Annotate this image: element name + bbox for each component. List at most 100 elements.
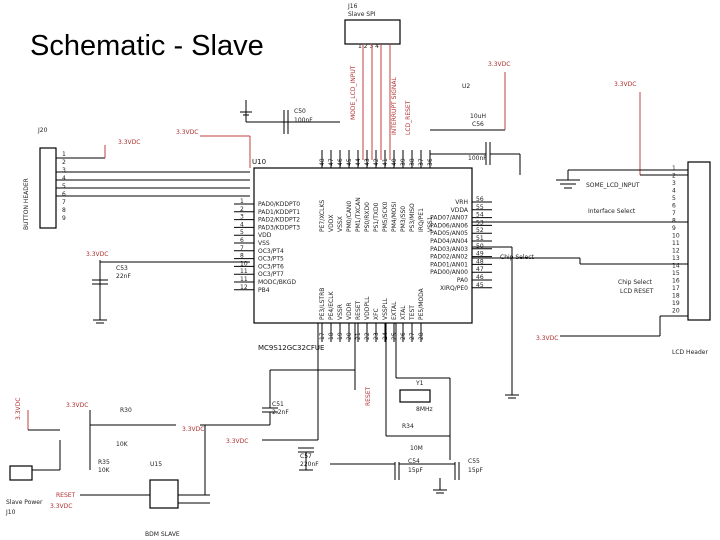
lcd-pin-num: 17 <box>672 285 680 292</box>
mcu-left-pin-name: MODC/BKGD <box>258 279 296 286</box>
mcu-left-pin-num: 4 <box>240 221 244 228</box>
mcu-part: MC9S12GC32CFUE <box>258 344 324 352</box>
net-v33-j20: 3.3VDC <box>118 139 140 146</box>
u15-label: BDM SLAVE <box>145 531 180 538</box>
slave-spi-header: J16 Slave SPI 1 2 3 4 <box>344 3 401 160</box>
mcu-right-pin-num: 55 <box>476 204 484 211</box>
mcu-right-pin-name: PAD06/AN06 <box>430 222 468 229</box>
net-v33-lcd2: 3.3VDC <box>536 335 558 342</box>
mcu-left-pin-name: OC3/PT7 <box>258 271 284 278</box>
c53-ref: C53 <box>116 265 128 272</box>
mcu-left-pin-name: PB4 <box>258 287 270 294</box>
net-intr: INTERRUPT SIGNAL <box>391 77 398 135</box>
lcd-pin-num: 15 <box>672 270 680 277</box>
mcu-top-pin-name: IRQ/PE1 <box>418 208 425 232</box>
mcu-bottom-pin-num: 20 <box>346 332 353 340</box>
top-net-labels: MODE_LCD_INPUT INTERRUPT SIGNAL LCD_RESE… <box>350 65 412 135</box>
mcu-right-pin-num: 52 <box>476 227 484 234</box>
mcu-right-pin-num: 51 <box>476 235 484 242</box>
mcu-bottom-pin-num: 21 <box>355 332 362 340</box>
mcu-top-pin-num: 40 <box>391 158 398 166</box>
cap-c57: 3.3VDC C57 220nF <box>226 323 319 471</box>
j20-pin-num: 2 <box>62 159 66 166</box>
c51-val: 2.2nF <box>272 409 289 416</box>
lcd-pin-num: 14 <box>672 263 680 270</box>
mcu-left-pin-num: 2 <box>240 206 244 213</box>
mcu-top-pin-name: PM3/SS0 <box>400 206 407 232</box>
mcu-left-pin-name: OC3/PT6 <box>258 263 284 270</box>
mcu-right-pin-num: 45 <box>476 282 484 289</box>
c55-val: 15pF <box>468 467 483 474</box>
mcu-bottom-pin-num: 18 <box>328 332 335 340</box>
net-u2: U2 <box>462 83 470 90</box>
mcu-left-pin-num: 11 <box>240 268 248 275</box>
c57-val: 220nF <box>300 461 319 468</box>
mcu-bottom-pin-num: 27 <box>409 332 416 340</box>
mcu-bottom-pin-num: 28 <box>418 332 425 340</box>
r34-val: 10M <box>410 445 423 452</box>
j10-ref: J10 <box>5 509 16 516</box>
j20-pin-num: 9 <box>62 215 66 222</box>
mcu-top-pin-name: PM4/MOSI <box>391 202 398 232</box>
net-chip-select: Chip Select <box>618 279 653 286</box>
mcu-top-pin-name: PE7/XCLKS <box>319 200 326 232</box>
c56-ref: C56 <box>472 121 484 128</box>
mcu-bottom-pin-num: 22 <box>364 332 371 340</box>
mcu-right-pin-name: PAD05/AN05 <box>430 230 468 237</box>
mcu-right-pin-num: 49 <box>476 251 484 258</box>
mcu-top-pin-name: PM0/CAN0 <box>346 201 353 232</box>
j20-pin-num: 7 <box>62 199 66 206</box>
lcd-pin-num: 9 <box>672 225 676 232</box>
mcu-bottom-pin-name: VSSR <box>337 304 344 320</box>
mcu-left-pin-num: 6 <box>240 237 244 244</box>
j20-ref: J20 <box>37 127 48 134</box>
net-lcd-reset-top: LCD_RESET <box>405 100 412 135</box>
net-v33-rst: 3.3VDC <box>15 398 22 420</box>
lcd-pin-num: 3 <box>672 180 676 187</box>
mcu-left-pin-num: 8 <box>240 253 244 260</box>
mcu-top-pins: 48PE7/XCLKS47VDDX46VSSX45PM0/CAN044PM1/T… <box>319 150 434 232</box>
mcu-bottom-pin-num: 26 <box>400 332 407 340</box>
c56-val: 100nF <box>468 155 487 162</box>
mcu-right-pin-name: PAD01/AN01 <box>430 261 468 268</box>
net-v33-c: 3.3VDC <box>176 129 198 136</box>
r34-ref: R34 <box>402 423 414 430</box>
reset-network: 3.3VDC 3.3VDC R30 10K 3.3VDC R35 10K RES… <box>15 323 372 474</box>
mcu-right-pin-name: PAD03/AN03 <box>430 246 468 253</box>
c55-ref: C55 <box>468 458 480 465</box>
mcu-top-pin-num: 45 <box>346 158 353 166</box>
mcu-bottom-pin-num: 17 <box>319 332 326 340</box>
mcu-bottom-pin-name: PE3/LSTRB <box>319 288 326 320</box>
mcu-right-pins: 56VRH55VDDA54PAD07/AN0753PAD06/AN0652PAD… <box>430 196 492 292</box>
slide-title: Schematic - Slave <box>30 30 264 62</box>
j16-ref: J16 <box>347 3 358 10</box>
mcu-top-pin-num: 47 <box>328 158 335 166</box>
mcu-top-pin-name: VSS1 <box>427 216 434 232</box>
y1-ref: Y1 <box>415 380 424 387</box>
c50-val: 100nF <box>294 117 313 124</box>
lcd-ref: LCD Header <box>672 349 708 356</box>
j20-pin-num: 4 <box>62 175 66 182</box>
r30-ref: R30 <box>120 407 132 414</box>
lcd-pin-num: 13 <box>672 255 680 262</box>
mcu-left-pin-num: 12 <box>240 284 248 291</box>
mcu-left-pin-num: 5 <box>240 229 244 236</box>
net-v33-c51: 3.3VDC <box>182 426 204 433</box>
j10-label: Slave Power <box>6 499 43 506</box>
mcu-right-pin-num: 48 <box>476 258 484 265</box>
lcd-pin-num: 16 <box>672 278 680 285</box>
mcu-left-pin-name: PAD0/KDDPT0 <box>258 201 300 208</box>
lcd-pin-num: 6 <box>672 203 676 210</box>
mcu-ref: U10 <box>252 158 266 166</box>
mcu-right-pin-num: 50 <box>476 243 484 250</box>
mcu-top-pin-name: PM5/SCK0 <box>382 201 389 232</box>
j20-pin-num: 8 <box>62 207 66 214</box>
r35-val: 10K <box>98 467 111 474</box>
mcu-bottom-pin-name: VDDPLL <box>364 296 371 320</box>
crystal-network: Y1 8MHz R34 10M C54 15pF C55 15pF <box>330 323 483 494</box>
c54-val: 15pF <box>408 467 423 474</box>
